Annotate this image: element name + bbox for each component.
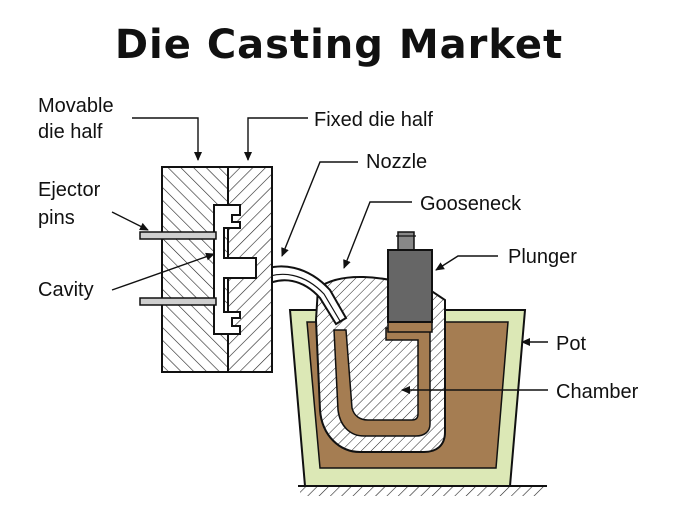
label-chamber: Chamber <box>556 381 639 403</box>
label-gooseneck: Gooseneck <box>420 193 522 215</box>
nozzle <box>250 265 348 326</box>
label-movable-line2: die half <box>38 121 103 143</box>
label-ejector-line2: pins <box>38 207 75 229</box>
label-fixed-die-half: Fixed die half <box>314 109 433 131</box>
leader-lines <box>111 117 548 394</box>
chamber <box>333 327 431 437</box>
die-cavity <box>213 204 257 335</box>
label-ejector-line1: Ejector <box>38 179 101 201</box>
label-plunger: Plunger <box>508 246 577 268</box>
plunger <box>387 231 433 323</box>
ejector-pin-bottom <box>139 297 217 306</box>
diagram-title: Die Casting Market <box>115 22 563 68</box>
ground-hatch <box>298 485 547 496</box>
label-movable-line1: Movable <box>38 95 114 117</box>
ejector-pin-top <box>139 231 217 240</box>
label-nozzle: Nozzle <box>366 151 427 173</box>
label-cavity: Cavity <box>38 279 94 301</box>
label-pot: Pot <box>556 333 586 355</box>
